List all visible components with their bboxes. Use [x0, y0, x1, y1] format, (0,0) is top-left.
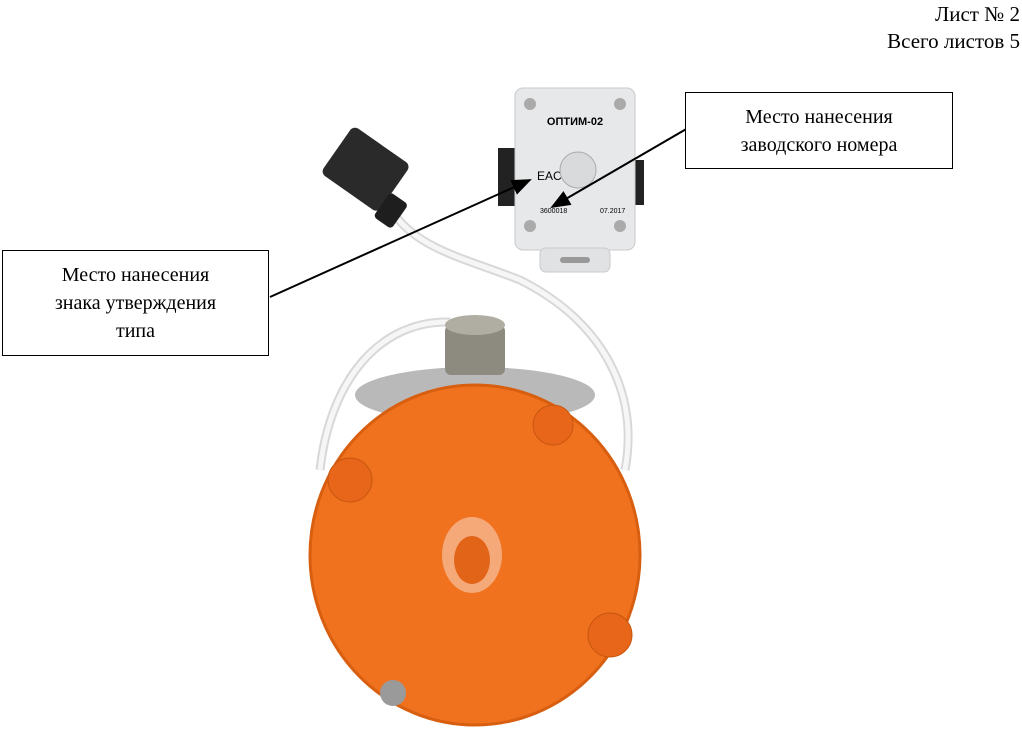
svg-text:EAC: EAC: [537, 169, 562, 183]
callout-line: типа: [115, 320, 156, 342]
callout-line: заводского номера: [740, 133, 898, 156]
svg-text:ОПТИМ-02: ОПТИМ-02: [547, 116, 603, 128]
sensor-box: ОПТИМ-02 EAC 3600018 07.2017: [498, 87, 644, 273]
sheet-total: Всего листов 5: [887, 29, 1020, 53]
orange-housing: [308, 315, 642, 727]
arrow-type-mark: [269, 179, 532, 298]
callout-line: Место нанесения: [745, 105, 893, 128]
arrow-serial: [550, 127, 689, 209]
callout-line: Место нанесения: [61, 264, 210, 286]
sheet-number: Лист № 2: [934, 2, 1020, 26]
callout-type-approval-mark: Место нанесения знака утверждения типа: [2, 250, 269, 356]
svg-text:3600018: 3600018: [540, 208, 567, 215]
svg-text:07.2017: 07.2017: [600, 208, 625, 215]
connector-plug: [322, 127, 409, 228]
callout-serial-number: Место нанесения заводского номера: [685, 92, 953, 169]
callout-line: знака утверждения: [54, 292, 217, 314]
